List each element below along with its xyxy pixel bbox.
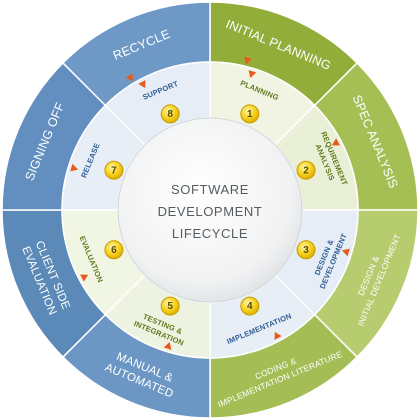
step-badge-circle <box>296 240 316 260</box>
step-badge-4: 4 <box>240 296 260 316</box>
step-badge-2: 2 <box>296 160 316 180</box>
step-badge-circle <box>160 296 180 316</box>
step-badge-circle <box>104 240 124 260</box>
flow-arrow-icon <box>248 70 257 79</box>
step-number: 6 <box>111 245 117 256</box>
step-number: 3 <box>303 245 309 256</box>
step-badge-circle <box>160 104 180 124</box>
flow-arrow-icon <box>163 341 172 350</box>
step-badge-7: 7 <box>104 160 124 180</box>
flow-arrow-icon <box>331 138 340 146</box>
step-badge-1: 1 <box>240 104 260 124</box>
center-hub: SOFTWARE DEVELOPMENT LIFECYCLE <box>117 117 303 303</box>
flow-arrow-icon <box>80 274 89 282</box>
step-badge-circle <box>240 104 260 124</box>
center-title-line-3: LIFECYCLE <box>172 226 248 241</box>
flow-arrow-icon <box>138 80 146 89</box>
step-number: 5 <box>167 301 173 312</box>
step-number: 4 <box>247 301 253 312</box>
outer-arrow-icon <box>125 73 133 82</box>
center-title-line-2: DEVELOPMENT <box>158 204 263 219</box>
step-badge-5: 5 <box>160 296 180 316</box>
step-number: 7 <box>111 165 117 176</box>
center-hub-circle <box>117 117 303 303</box>
flow-arrow-icon <box>274 331 282 340</box>
step-number: 2 <box>303 165 309 176</box>
center-title-line-1: SOFTWARE <box>171 182 249 197</box>
step-badge-6: 6 <box>104 240 124 260</box>
step-number: 8 <box>167 109 173 120</box>
step-badge-circle <box>240 296 260 316</box>
step-badge-circle <box>104 160 124 180</box>
step-badge-8: 8 <box>160 104 180 124</box>
outer-arrow-icon <box>244 56 252 65</box>
flow-arrow-icon <box>341 248 350 257</box>
step-badge-circle <box>296 160 316 180</box>
step-badge-3: 3 <box>296 240 316 260</box>
step-number: 1 <box>247 109 253 120</box>
flow-arrow-icon <box>70 163 79 172</box>
